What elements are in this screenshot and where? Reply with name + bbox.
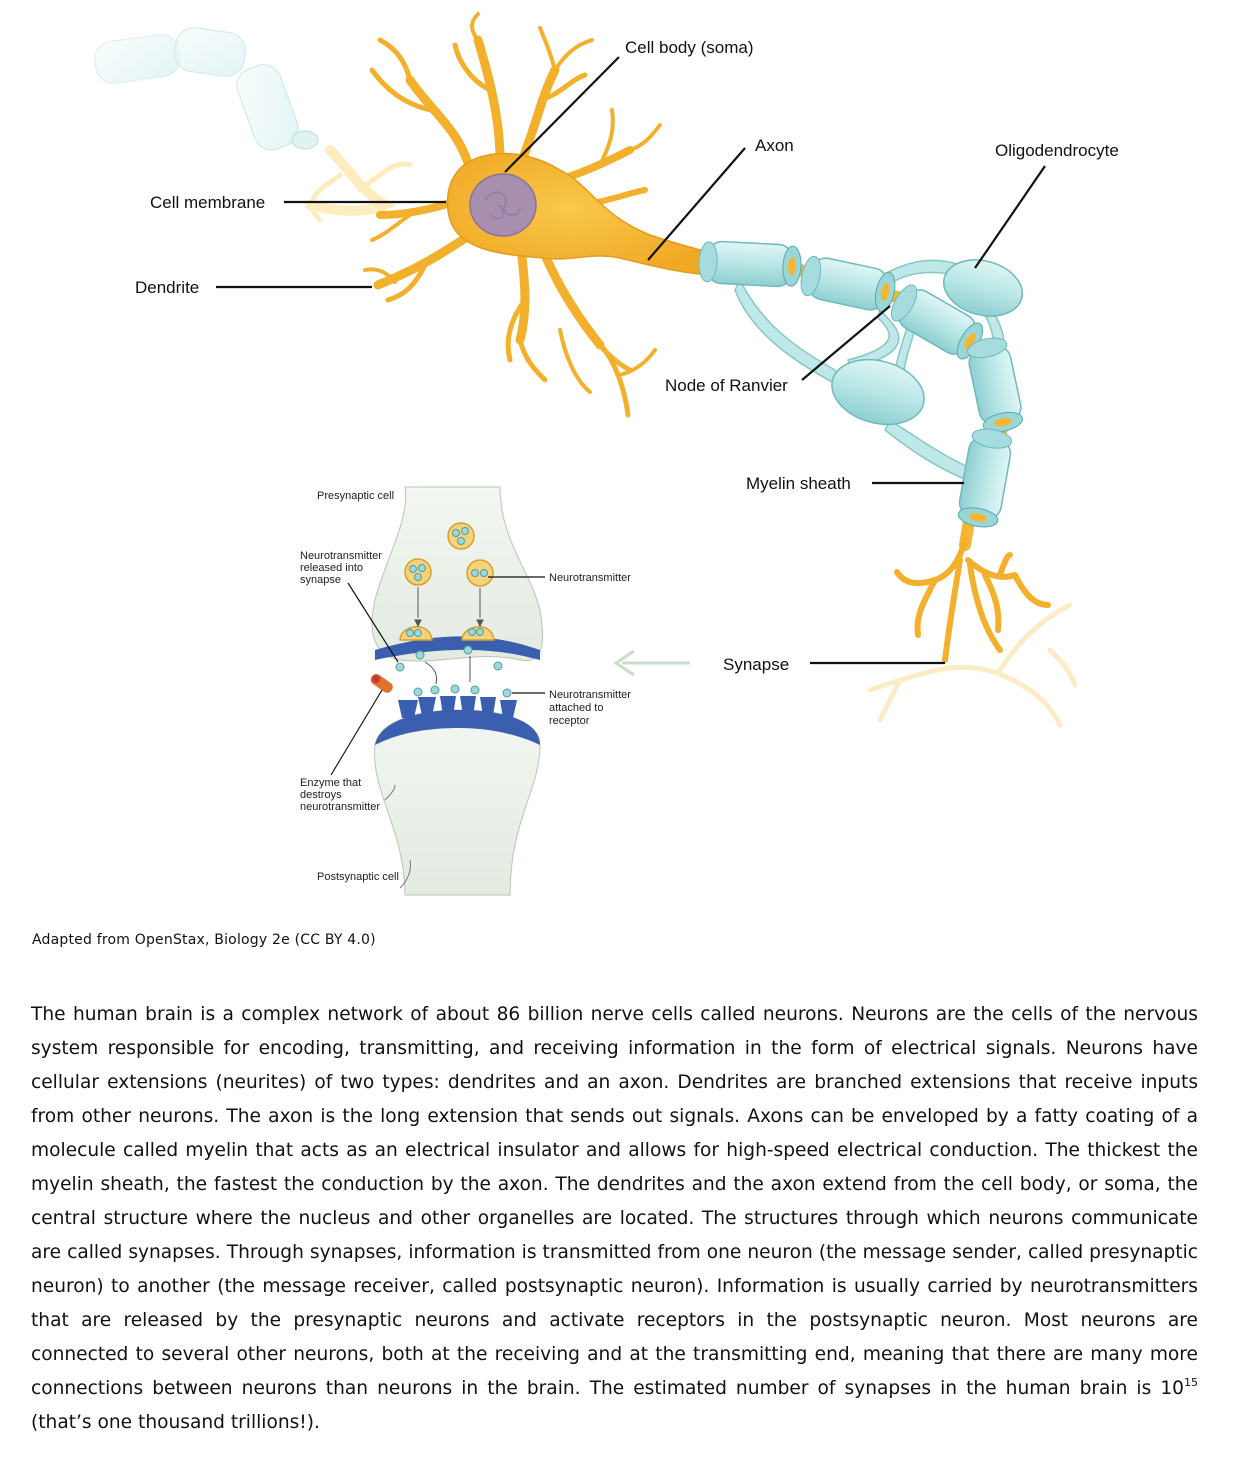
presynaptic-cell-label: Presynaptic cell [317, 490, 394, 502]
figure-caption: Adapted from OpenStax, Biology 2e (CC BY… [32, 932, 376, 948]
nt-released-label-2: released into [300, 562, 363, 574]
sheath [798, 254, 899, 315]
arrow-left-icon [616, 651, 690, 675]
synapse-label: Synapse [723, 655, 789, 674]
sheath [956, 426, 1014, 530]
synapse-inset: Presynaptic cell Neurotransmitter releas… [300, 487, 631, 895]
myelin-sheath-label: Myelin sheath [746, 474, 851, 493]
nt-released-label-1: Neurotransmitter [300, 550, 382, 562]
dendrite-label: Dendrite [135, 278, 199, 297]
neuron-diagram: Presynaptic cell Neurotransmitter releas… [0, 0, 1236, 930]
paragraph-tail: (that’s one thousand trillions!). [31, 1412, 320, 1433]
node-of-ranvier-label: Node of Ranvier [665, 376, 788, 395]
postsynaptic-cell-label: Postsynaptic cell [317, 871, 399, 883]
nt-released-label-3: synapse [300, 574, 341, 586]
axon-label: Axon [755, 136, 794, 155]
sheath [698, 240, 802, 287]
enzyme-label-1: Enzyme that [300, 777, 361, 789]
paragraph-exponent: 15 [1184, 1376, 1198, 1389]
oligodendrocyte-cell-2 [825, 350, 932, 434]
nt-attached-label-3: receptor [549, 715, 590, 727]
enzyme-label-3: neurotransmitter [300, 801, 380, 813]
incoming-axon [92, 25, 410, 220]
nt-attached-label-2: attached to [549, 702, 603, 714]
paragraph-main: The human brain is a complex network of … [31, 1004, 1198, 1399]
cell-membrane-label: Cell membrane [150, 193, 265, 212]
sheath [965, 335, 1026, 436]
enzyme-label-2: destroys [300, 789, 342, 801]
oligodendrocyte-label: Oligodendrocyte [995, 141, 1119, 160]
neurotransmitter-label: Neurotransmitter [549, 572, 631, 584]
body-paragraph: The human brain is a complex network of … [31, 998, 1198, 1440]
cell-body-label: Cell body (soma) [625, 38, 754, 57]
nt-attached-label-1: Neurotransmitter [549, 689, 631, 701]
